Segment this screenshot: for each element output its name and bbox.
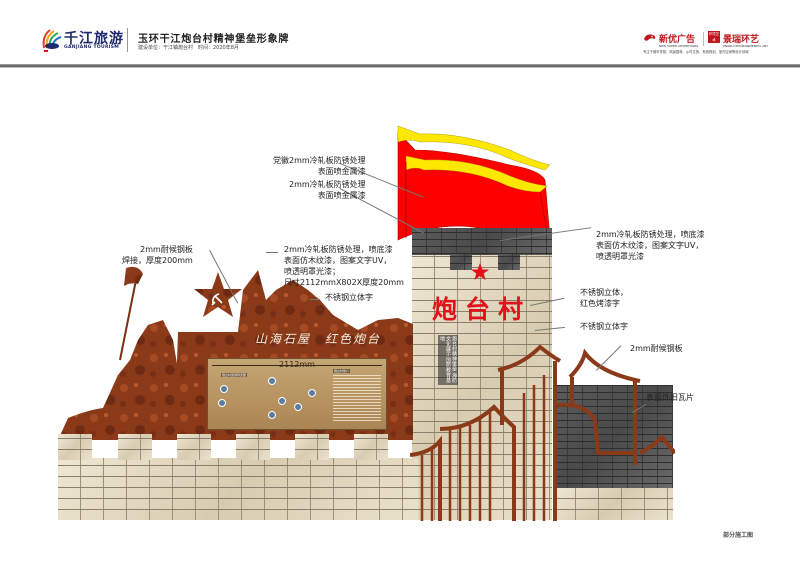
stone-base-wall [58,458,418,520]
merlon [295,434,329,460]
callout-line: 2mm冷轧板防锈处理，喷底漆 [284,245,393,254]
hammer-sickle-icon [211,293,223,306]
callout-line: 表面仿木纹漆，图案文字UV， [284,256,392,265]
battlement-gap [498,254,520,270]
photo-marker [278,397,286,405]
brand-subtitle: GANJIANG TOURISM [64,45,120,50]
callout-line: 喷透明罩光漆 [596,252,644,261]
drawing-footer-label: 部分施工图 [723,532,754,539]
callout-line: 2mm耐候钢板 [140,245,193,254]
callout-tile-surface: 表面饰旧瓦片 [646,392,694,403]
merlon [118,434,152,460]
brand-divider [127,28,128,52]
dimension-line [212,365,382,366]
title-block: 千江旅游 GANJIANG TOURISM 玉环干江炮台村精神堡垒形象牌 建设单… [0,0,800,64]
photo-marker [220,385,228,393]
battlement-gap [450,254,472,270]
red-star-icon [471,263,489,280]
callout-corten-sculpture: 2mm耐候钢板 焊接，厚度200mm [122,244,193,266]
partner-name: 景瑞环艺 [723,35,760,45]
merlon [177,434,211,460]
callout-line: 不锈钢立体字 [580,322,628,331]
callout-signboard: 2mm冷轧板防锈处理，喷底漆 表面仿木纹漆，图案文字UV， 喷透明罩光漆； 尺寸… [284,244,404,288]
dragon-logo-icon [644,34,656,41]
partner-subtitle: JINGRUI ENVIRONMENTAL ART [723,44,768,48]
callout-line: 焊接，厚度200mm [122,256,193,265]
photo-marker [268,411,276,419]
photo-marker [218,399,226,407]
village-name-letters: 炮台村 [432,295,532,324]
tile-wall-base [553,488,673,520]
leader-line [266,252,278,253]
callout-pillar-letters: 不锈钢立体字 [580,321,628,332]
callout-line: 表面饰旧瓦片 [646,393,694,402]
callout-line: 党徽2mm冷轧板防锈处理 [273,156,366,165]
corten-eaves-frame [410,345,675,521]
callout-line: 不锈钢立体， [580,288,628,297]
callout-pillar-panel: 2mm冷轧板防锈处理，喷底漆 表面仿木纹漆，图案文字UV， 喷透明罩光漆 [596,229,705,262]
merlon [58,434,92,460]
photo-marker [308,389,316,397]
pillar-cap [412,228,552,260]
callout-line: 表面喷金属漆 [317,167,366,176]
callout-village-name: 不锈钢立体， 红色烤漆字 [580,287,628,309]
callout-line: 尺寸2112mmX802X厚度20mm [284,278,404,287]
signboard-dimension: 2112mm [279,360,315,369]
map-title: 炮台村旅游导览图 [221,373,248,377]
intro-text-block [333,375,381,421]
ganjiang-logo-icon [42,29,62,52]
signboard: 2112mm 炮台村旅游导览图 炮台村简介 [207,358,387,430]
stone-pillar [412,255,552,520]
pillar-vertical-text: 炮台村精神堡垒 海防文化展示 国防教育基地 [438,335,458,385]
callout-line: 喷透明罩光漆； [284,267,340,276]
merlon [354,434,388,460]
callout-slogan-letters: 不锈钢立体字 [325,292,373,303]
callout-eaves-frame: 2mm耐候钢板 [630,343,683,354]
partner-name: 新优广告 [659,35,696,45]
callout-flag: 2mm冷轧板防锈处理 表面喷金属漆 [289,179,366,201]
partner-slogan: 专注于城市导视、风景园林、乡村文旅、系统规划、室内空间等设计领域 [643,50,749,54]
merlon [236,434,270,460]
callout-line: 2mm冷轧板防锈处理 [289,180,366,189]
brand-name: 千江旅游 [64,31,124,47]
callout-line: 表面喷金属漆 [317,191,366,200]
callout-line: 2mm冷轧板防锈处理，喷底漆 [596,230,705,239]
intro-title: 炮台村简介 [333,369,351,373]
callout-line: 2mm耐候钢板 [630,344,683,353]
photo-marker [268,377,276,385]
partner-badge: 环境艺术 [708,31,720,43]
project-meta: 建设单位：干江镇炮台村 时间：2020年8月 [138,45,239,51]
red-flag-icon [397,125,551,241]
project-title: 玉环干江炮台村精神堡垒形象牌 [138,34,290,45]
partner-subtitle: NEW SUPER ADVERTISING [659,44,699,48]
callout-line: 红色烤漆字 [580,299,620,308]
partner-divider [703,32,704,46]
callout-line: 不锈钢立体字 [325,293,373,302]
photo-marker [294,403,302,411]
header-rule [0,64,800,68]
callout-party-emblem: 党徽2mm冷轧板防锈处理 表面喷金属漆 [273,155,366,177]
slogan-letters: 山海石屋 红色炮台 [255,332,382,346]
callout-line: 表面仿木纹漆，图案文字UV， [596,241,704,250]
leader-line [310,299,320,300]
